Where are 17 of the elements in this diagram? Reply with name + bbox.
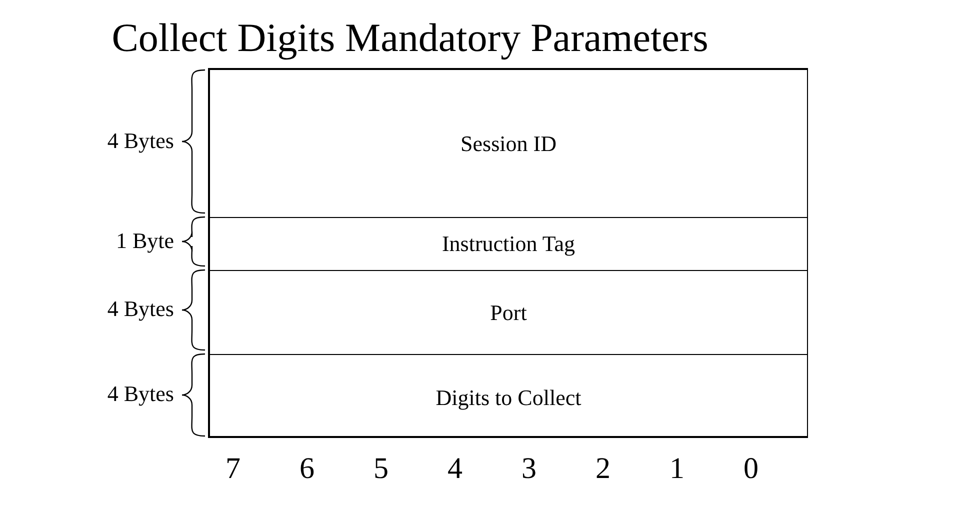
- bit-number: 5: [372, 452, 390, 486]
- size-label: 4 Bytes: [106, 128, 174, 154]
- bit-number: 2: [594, 452, 612, 486]
- diagram-title: Collect Digits Mandatory Parameters: [110, 14, 710, 62]
- size-label: 1 Byte: [114, 228, 174, 254]
- field-name: Digits to Collect: [436, 384, 582, 410]
- size-label: 4 Bytes: [106, 296, 174, 322]
- bit-number: 1: [668, 452, 686, 486]
- bit-number: 3: [520, 452, 538, 486]
- field-name: Session ID: [460, 130, 556, 156]
- bit-number: 0: [742, 452, 760, 486]
- bit-number: 7: [224, 452, 242, 486]
- field-name: Instruction Tag: [442, 231, 576, 257]
- bit-number: 4: [446, 452, 464, 486]
- field-name: Port: [490, 300, 527, 326]
- bit-number: 6: [298, 452, 316, 486]
- size-label: 4 Bytes: [106, 381, 174, 407]
